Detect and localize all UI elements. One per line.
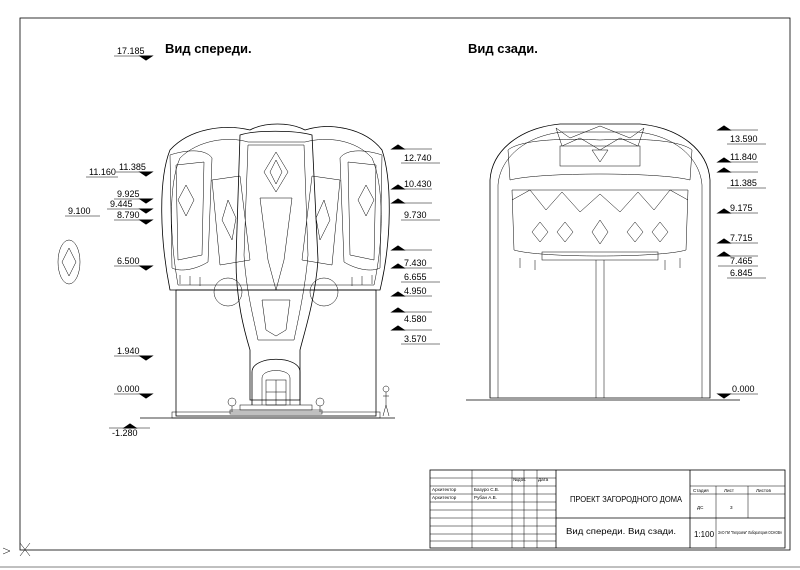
level-mark: 7.465 [730,256,753,266]
front-level-marks-right: 12.740 10.430 9.730 7.430 6.655 4.950 4.… [390,144,440,345]
level-mark: 0.000 [117,384,140,394]
ucs-icon [2,542,31,557]
back-level-marks-right: 13.590 11.840 11.385 9.175 7.715 7.465 6… [716,125,766,399]
level-mark: 4.950 [404,286,427,296]
tb-stage-value: ДС [697,505,704,510]
level-mark: 7.715 [730,233,753,243]
tb-name: Рубан А.В. [474,495,497,500]
front-view-title: Вид спереди. [165,41,252,56]
tb-sheets-label: Листов [756,488,771,493]
level-mark: 12.740 [404,153,432,163]
level-mark: 9.175 [730,203,753,213]
level-mark: 17.185 [117,46,145,56]
ornament-medallion [57,239,81,285]
level-mark: 11.385 [119,162,146,172]
level-mark: 7.430 [404,258,427,268]
level-mark: 8.790 [117,210,140,220]
title-block: №док. Дата Архитектор Базуро С.В. Архите… [429,469,786,549]
tb-name: Базуро С.В. [474,487,499,492]
level-mark: 9.445 [110,199,133,209]
level-mark: 6.500 [117,256,140,266]
back-view-title: Вид сзади. [468,41,538,56]
tb-sheet-title: Вид спереди. Вид сзади. [566,527,676,536]
level-mark: 9.730 [404,210,427,220]
level-mark: 3.570 [404,334,427,344]
back-elevation [466,123,740,401]
front-elevation [57,123,395,419]
sheet-frame [19,17,791,551]
level-mark: 9.100 [68,206,91,216]
level-mark: 9.925 [117,189,140,199]
tb-header-date: Дата [538,477,549,482]
tb-scale: 1:100 [694,530,715,539]
level-mark: 1.940 [117,346,140,356]
level-mark: 11.160 [89,167,116,177]
front-level-marks-left: 17.185 11.385 11.160 9.925 9.445 8.790 9… [65,46,154,438]
tb-sheet-value: 3 [730,505,733,510]
level-mark: 10.430 [404,179,432,189]
tb-sheet-label: Лист [724,488,735,493]
level-mark: 0.000 [732,384,755,394]
level-mark: 6.655 [404,272,427,282]
level-mark: 13.590 [730,134,758,144]
tb-org: ЗАО ПИ "Гипрозём" Лаборатория ОСНОВА [718,530,783,535]
level-mark: 4.580 [404,314,427,324]
tb-header-docno: №док. [513,477,526,482]
level-mark: 11.385 [730,178,757,188]
tb-stage-label: Стадия [693,488,709,493]
level-mark: 6.845 [730,268,753,278]
level-mark: -1.280 [112,428,138,438]
tb-role: Архитектор [432,487,457,492]
tb-project: ПРОЕКТ ЗАГОРОДНОГО ДОМА [570,495,683,504]
tb-role: Архитектор [432,495,457,500]
level-mark: 11.840 [730,152,757,162]
